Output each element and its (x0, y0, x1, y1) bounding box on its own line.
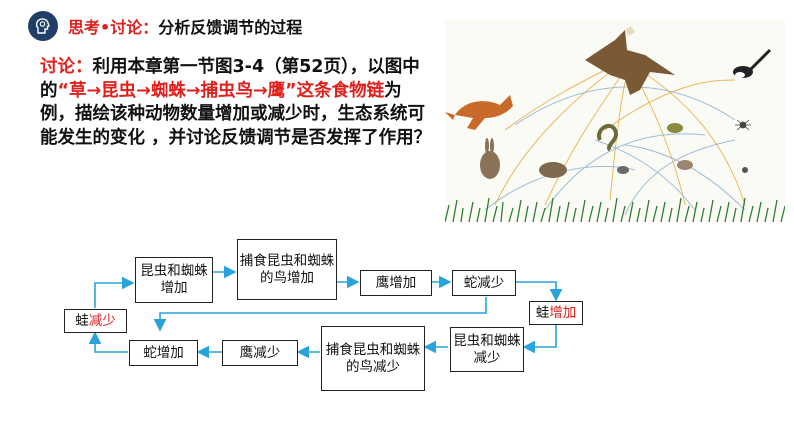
discussion-text-2: 为例，描绘该种动物数量增加或减少时，生态系统可能发生的变化 ，并讨论反馈调节是否… (40, 80, 432, 148)
snake-icon (597, 123, 619, 152)
discussion-paragraph: 讨论：利用本章第一节图3-4（第52页），以图中的“草→昆虫→蜘蛛→捕虫鸟→鹰”… (40, 56, 435, 150)
flow-label: 鹰减少 (239, 344, 281, 361)
rabbit-icon (480, 138, 500, 179)
mouse-icon (617, 166, 629, 174)
brain-head-icon (28, 11, 58, 41)
food-web-illustration (445, 20, 785, 222)
fox-icon (445, 95, 513, 130)
flow-label: 捕食昆虫和蜘蛛的鸟减少 (325, 341, 421, 375)
flow-box-insects-increase: 昆虫和蜘蛛增加 (135, 257, 213, 303)
eagle-icon (585, 26, 675, 95)
flow-box-hawk-decrease: 鹰减少 (222, 340, 298, 366)
discussion-text-1: 利用本章第一节图3-4（第52页），以图中的 (40, 57, 420, 101)
flow-box-birds-increase: 捕食昆虫和蜘蛛的鸟增加 (237, 239, 337, 300)
small-bird-icon (677, 160, 693, 170)
flow-label: 昆虫和蜘蛛增加 (140, 263, 208, 296)
insect-icon (742, 167, 748, 173)
grass-icon (445, 197, 785, 222)
flow-label: 捕食昆虫和蜘蛛的鸟增加 (239, 252, 335, 286)
flow-box-hawk-increase: 鹰增加 (360, 270, 432, 296)
magpie-icon (733, 48, 772, 78)
flow-label: 蛇增加 (143, 344, 184, 361)
flow-label: 鹰增加 (375, 274, 417, 291)
flow-label-red: 增加 (549, 304, 577, 321)
flow-box-frog-increase: 蛙增加 (529, 301, 583, 325)
title-prefix: 思考•讨论： (68, 18, 159, 37)
flow-box-birds-decrease: 捕食昆虫和蜘蛛的鸟减少 (321, 326, 425, 391)
frog-icon (667, 123, 683, 133)
spider-icon (735, 119, 751, 131)
flow-box-snake-increase: 蛇增加 (129, 340, 198, 366)
page-header: 思考•讨论：分析反馈调节的过程 (28, 11, 302, 41)
discussion-food-chain: “草→昆虫→蜘蛛→捕虫鸟→鹰”这条食物链 (57, 80, 385, 101)
flow-label-red: 减少 (88, 312, 116, 329)
flow-label: 蛙 (75, 312, 89, 329)
flow-label: 昆虫和蜘蛛减少 (453, 332, 521, 366)
flow-label: 蛙 (535, 304, 550, 321)
discussion-label: 讨论： (40, 57, 93, 77)
page-title: 思考•讨论：分析反馈调节的过程 (68, 14, 302, 38)
flow-box-frog-decrease: 蛙减少 (64, 309, 127, 333)
title-main: 分析反馈调节的过程 (158, 18, 303, 37)
flow-box-snake-decrease: 蛇减少 (452, 270, 516, 296)
flow-box-insects-decrease: 昆虫和蜘蛛减少 (450, 327, 524, 372)
flow-label: 蛇减少 (463, 274, 505, 291)
rodent-icon (539, 162, 567, 178)
